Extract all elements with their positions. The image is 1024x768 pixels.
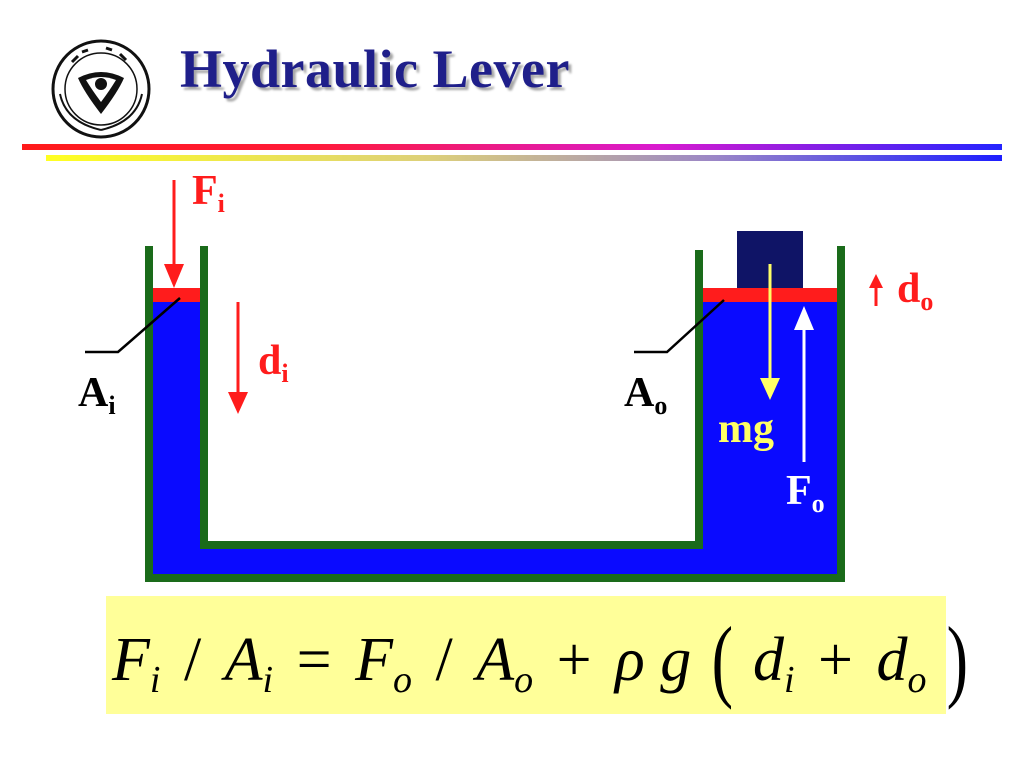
- eq-fo-sub: o: [392, 659, 412, 701]
- eq-ai-sub: i: [262, 659, 274, 701]
- eq-fi-symbol: F: [112, 626, 150, 694]
- label-fo: Fo: [786, 468, 825, 518]
- eq-di-sub: i: [783, 659, 795, 701]
- eq-right-paren: ): [946, 608, 969, 710]
- fluid-left-chamber: [149, 302, 204, 578]
- eq-di-symbol: d: [752, 626, 784, 694]
- eq-do-symbol: d: [876, 626, 908, 694]
- eq-do-sub: o: [907, 659, 927, 701]
- university-seal-icon: [51, 39, 151, 139]
- eq-ai-symbol: A: [224, 626, 263, 694]
- ai-leader-line: [85, 297, 181, 354]
- eq-slash-2: /: [435, 626, 453, 694]
- eq-rho: ρ: [615, 626, 645, 694]
- eq-plus-2: +: [818, 626, 853, 694]
- do-arrow-head: [869, 274, 883, 288]
- eq-plus-1: +: [556, 626, 592, 694]
- title-rule-top: [22, 144, 1002, 150]
- label-mg: mg: [718, 406, 774, 452]
- label-di: di: [258, 338, 289, 388]
- container-inner-wall: [200, 246, 703, 549]
- eq-slash-1: /: [183, 626, 202, 694]
- label-ao: Ao: [624, 370, 668, 420]
- equation: Fi / Ai = Fo / Ao + ρ g ( di + do ): [112, 606, 968, 710]
- container-outer-wall: [145, 246, 845, 582]
- label-fi: Fi: [192, 168, 225, 218]
- eq-g: g: [660, 626, 692, 694]
- label-ai: Ai: [78, 370, 116, 420]
- ao-leader-line: [634, 299, 725, 354]
- label-do: do: [897, 266, 934, 316]
- input-piston: [151, 288, 202, 302]
- title-rule-bottom: [46, 155, 1002, 161]
- equation-box: [106, 596, 946, 714]
- eq-fo-symbol: F: [355, 626, 393, 694]
- mg-arrow-head: [760, 378, 780, 400]
- fo-arrow-head: [794, 306, 814, 330]
- eq-equals: =: [296, 626, 332, 694]
- fi-arrow-head: [164, 264, 184, 288]
- eq-left-paren: (: [711, 608, 733, 710]
- eq-ao-sub: o: [514, 659, 534, 701]
- di-arrow-head: [228, 392, 248, 414]
- eq-fi-sub: i: [149, 659, 161, 701]
- eq-ao-symbol: A: [476, 626, 515, 694]
- page-title: Hydraulic Lever: [180, 39, 570, 99]
